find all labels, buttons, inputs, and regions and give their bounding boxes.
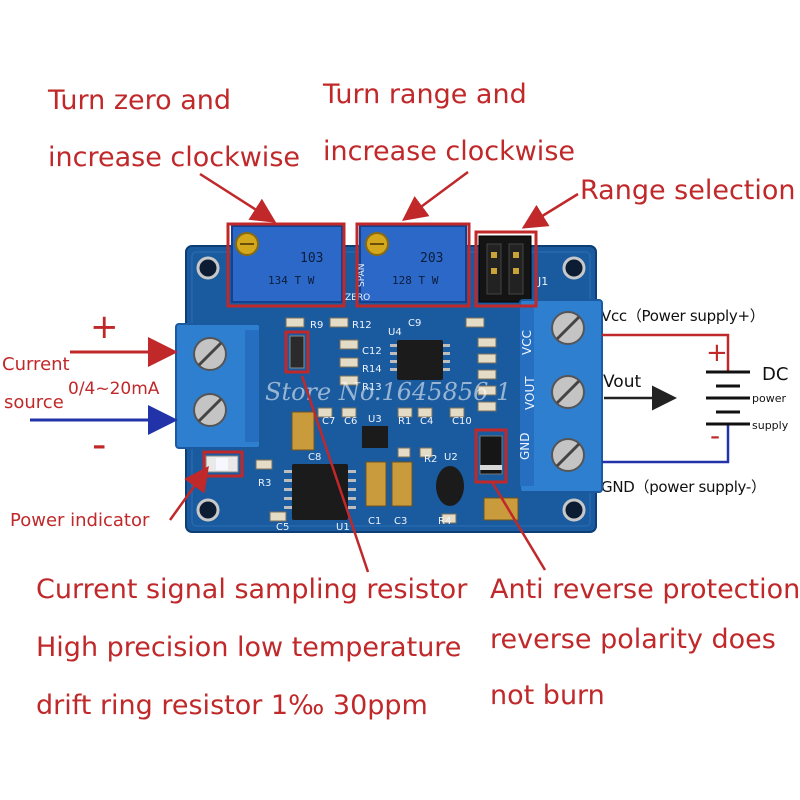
silk-c12: C12 [362, 346, 382, 357]
chip-u1 [284, 464, 356, 520]
power-indicator-pointer [168, 465, 209, 521]
silk-c3: C3 [394, 516, 407, 527]
silk-u1: U1 [336, 522, 350, 533]
current-source-line2: source [4, 392, 64, 413]
silk-u3: U3 [368, 414, 382, 425]
silk-r9: R9 [310, 320, 323, 331]
zero-callout-line2: increase clockwise [48, 142, 300, 173]
silk-c4: C4 [420, 416, 433, 427]
pot2-code2: 128 T W [392, 274, 439, 287]
store-watermark: Store No.1645856 1 [265, 378, 511, 406]
transistor-u2 [436, 466, 464, 506]
vcc-silk: VCC [520, 330, 534, 355]
silk-c5: C5 [276, 522, 289, 533]
silk-c6: C6 [344, 416, 357, 427]
anti-callout-line1: Anti reverse protection [490, 574, 800, 605]
vcc-wire [602, 333, 730, 372]
sampling-callout-line1: Current signal sampling resistor [36, 574, 468, 605]
silk-r12: R12 [352, 320, 372, 331]
range-selection-pointer [521, 192, 579, 229]
silk-c1: C1 [368, 516, 381, 527]
sampling-callout-line3: drift ring resistor 1‰ 30ppm [36, 690, 428, 721]
zero-pointer [199, 172, 277, 223]
chip-u3 [362, 426, 388, 448]
silk-c10: C10 [452, 416, 472, 427]
range-jumper-j1: J1 [478, 235, 548, 303]
dc-label: DC [762, 364, 789, 385]
pot1-code1: 103 [300, 251, 323, 266]
zero-callout-line1: Turn zero and [48, 85, 232, 116]
pot2-code1: 203 [420, 251, 443, 266]
input-terminal-block [175, 323, 261, 449]
anti-pointer [490, 481, 547, 571]
anti-callout-line3: not burn [490, 680, 605, 711]
silk-r1: R1 [398, 416, 411, 427]
current-source-line1: Current [2, 354, 70, 375]
gnd-silk: GND [518, 432, 532, 460]
silk-r14: R14 [362, 364, 382, 375]
dc-supply-label: supply [752, 419, 789, 432]
gnd-label: GND（power supply-） [601, 478, 766, 496]
power-indicator-callout: Power indicator [10, 510, 150, 531]
chip-u4 [390, 340, 450, 380]
j1-silk: J1 [537, 275, 548, 288]
output-terminal-block: VCC VOUT GND [518, 299, 603, 493]
range-selection-callout: Range selection [580, 175, 796, 206]
input-minus-sign: - [92, 422, 107, 468]
callout-boxes [202, 222, 538, 484]
pot1-code2: 134 T W [268, 274, 315, 287]
silk-c8: C8 [308, 452, 321, 463]
dc-power-label: power [752, 392, 786, 405]
dc-minus-sign: - [710, 419, 721, 452]
tantalum-capacitors [291, 411, 519, 521]
silk-c9: C9 [408, 318, 421, 329]
silk-r3: R3 [258, 478, 271, 489]
silk-r2: R2 [424, 454, 437, 465]
zero-potentiometer: 103 134 T W [231, 225, 343, 303]
power-led [205, 455, 239, 473]
span-silk: SPAN [357, 264, 367, 287]
dc-battery-symbol [706, 370, 750, 426]
vout-label: Vout [603, 372, 642, 392]
silk-r13: R13 [362, 382, 382, 393]
sampling-resistor [289, 335, 305, 369]
silk-u2: U2 [444, 452, 458, 463]
silk-u4: U4 [388, 327, 402, 338]
silk-c7: C7 [322, 416, 335, 427]
span-potentiometer: 203 128 T W [359, 225, 467, 303]
protection-diode [479, 435, 503, 475]
current-range-label: 0/4~20mA [68, 379, 160, 399]
vout-silk: VOUT [523, 376, 537, 410]
range-callout-line1: Turn range and [323, 79, 527, 110]
gnd-wire [602, 424, 730, 464]
sampling-pointer [300, 375, 370, 573]
input-plus-sign: + [90, 307, 119, 347]
dc-plus-sign: + [706, 338, 728, 368]
passive-components [255, 317, 497, 524]
range-pointer [401, 170, 469, 221]
anti-callout-line2: reverse polarity does [490, 624, 776, 655]
vcc-label: Vcc（Power supply+） [601, 307, 765, 325]
silk-r4: R4 [438, 516, 451, 527]
sampling-callout-line2: High precision low temperature [36, 632, 462, 663]
range-callout-line2: increase clockwise [323, 136, 575, 167]
